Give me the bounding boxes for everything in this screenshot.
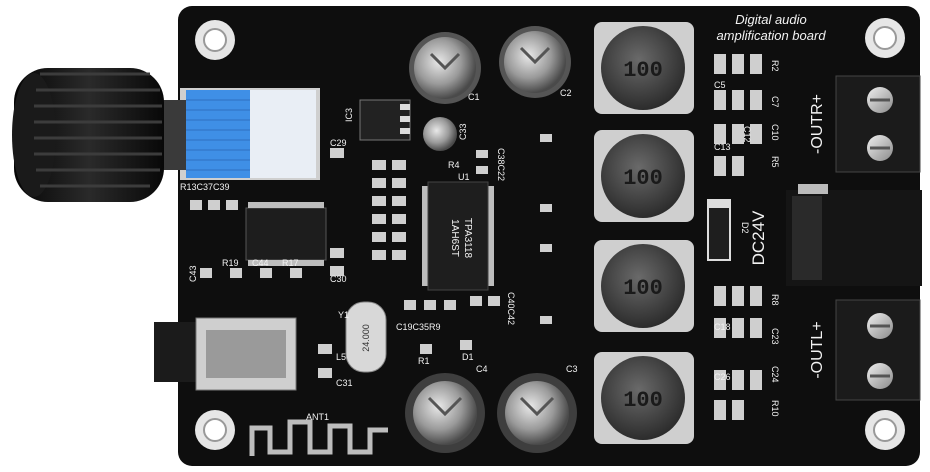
power-label: DC24V <box>749 210 768 265</box>
silk-label: C12 <box>742 126 752 143</box>
silk-label: C44 <box>252 258 269 268</box>
silk-label: C5 <box>714 80 726 90</box>
silk-label: C1 <box>468 92 480 102</box>
terminal-label-left: -OUTL+ <box>809 321 826 378</box>
mounting-hole-icon <box>195 18 905 450</box>
chip-pins <box>248 202 324 266</box>
secondary-chip <box>245 207 327 261</box>
silk-label: C24 <box>770 366 780 383</box>
silk-label: C4 <box>476 364 488 374</box>
silk-label: R8 <box>770 294 780 306</box>
crystal-marking: 24.000 <box>361 324 371 352</box>
capacitor-c3 <box>497 373 577 453</box>
crystal-oscillator: 24.000 <box>345 301 387 373</box>
silk-label: R17 <box>282 258 299 268</box>
inductor-marking: 100 <box>623 58 663 83</box>
silk-label: C43 <box>188 265 198 282</box>
silk-label: ANT1 <box>306 412 329 422</box>
silk-label: Y1 <box>338 310 349 320</box>
amplifier-chip: TPA3118 1AH6ST <box>422 181 494 291</box>
capacitor-c4 <box>405 373 485 453</box>
inductor-1: 100 <box>594 22 694 114</box>
silk-label: C2 <box>560 88 572 98</box>
terminal-label-right: -OUTR+ <box>809 94 826 154</box>
silk-label: D2 <box>740 222 750 234</box>
silk-label: C10 <box>770 124 780 141</box>
silk-label: L5 <box>336 352 346 362</box>
silk-label: R10 <box>770 400 780 417</box>
chip-marking: 1AH6ST <box>449 219 460 257</box>
silk-label: C13 <box>714 142 731 152</box>
silk-label: C38C22 <box>496 148 506 181</box>
inductor-4: 100 <box>594 352 694 444</box>
silk-label: R4 <box>448 160 460 170</box>
silk-label: C26 <box>714 372 731 382</box>
silk-label: C40C42 <box>506 292 516 325</box>
silk-label: C19C35R9 <box>396 322 441 332</box>
inductor-marking: 100 <box>623 166 663 191</box>
chip-marking: TPA3118 <box>462 218 473 259</box>
silk-label: C3 <box>566 364 578 374</box>
silkscreen-labels: C1 C2 C4 C3 IC3 C33 C29 R13C37C39 C43 R1… <box>180 60 780 422</box>
silk-label: IC3 <box>344 108 354 122</box>
dc-power-jack-icon <box>786 184 922 286</box>
audio-jack-icon <box>154 317 297 391</box>
capacitor-c2 <box>499 26 571 98</box>
silk-label: C7 <box>770 96 780 108</box>
silk-label: C18 <box>714 322 731 332</box>
silk-label: C23 <box>770 328 780 345</box>
pcb-antenna-icon <box>249 419 388 456</box>
inductor-marking: 100 <box>623 276 663 301</box>
smd-components <box>190 54 762 420</box>
inductor-3: 100 <box>594 240 694 332</box>
silk-label: R2 <box>770 60 780 72</box>
board-subtitle: amplification board <box>716 28 826 43</box>
silk-label: R5 <box>770 156 780 168</box>
inductor-marking: 100 <box>623 388 663 413</box>
silk-label: C33 <box>458 123 468 140</box>
board-title: Digital audio <box>735 12 807 27</box>
potentiometer-knob-icon <box>12 68 320 202</box>
silk-label: C30 <box>330 274 347 284</box>
capacitor-c33 <box>423 117 457 151</box>
screw-terminal-icon <box>835 75 921 401</box>
inductor-2: 100 <box>594 130 694 222</box>
silk-label: R1 <box>418 356 430 366</box>
silk-label: U1 <box>458 172 470 182</box>
diode-d2 <box>707 199 731 261</box>
capacitor-c1 <box>409 32 481 104</box>
silk-label: C31 <box>336 378 353 388</box>
silk-label: C29 <box>330 138 347 148</box>
silk-label: R13C37C39 <box>180 182 230 192</box>
silk-label: D1 <box>462 352 474 362</box>
silk-label: R19 <box>222 258 239 268</box>
